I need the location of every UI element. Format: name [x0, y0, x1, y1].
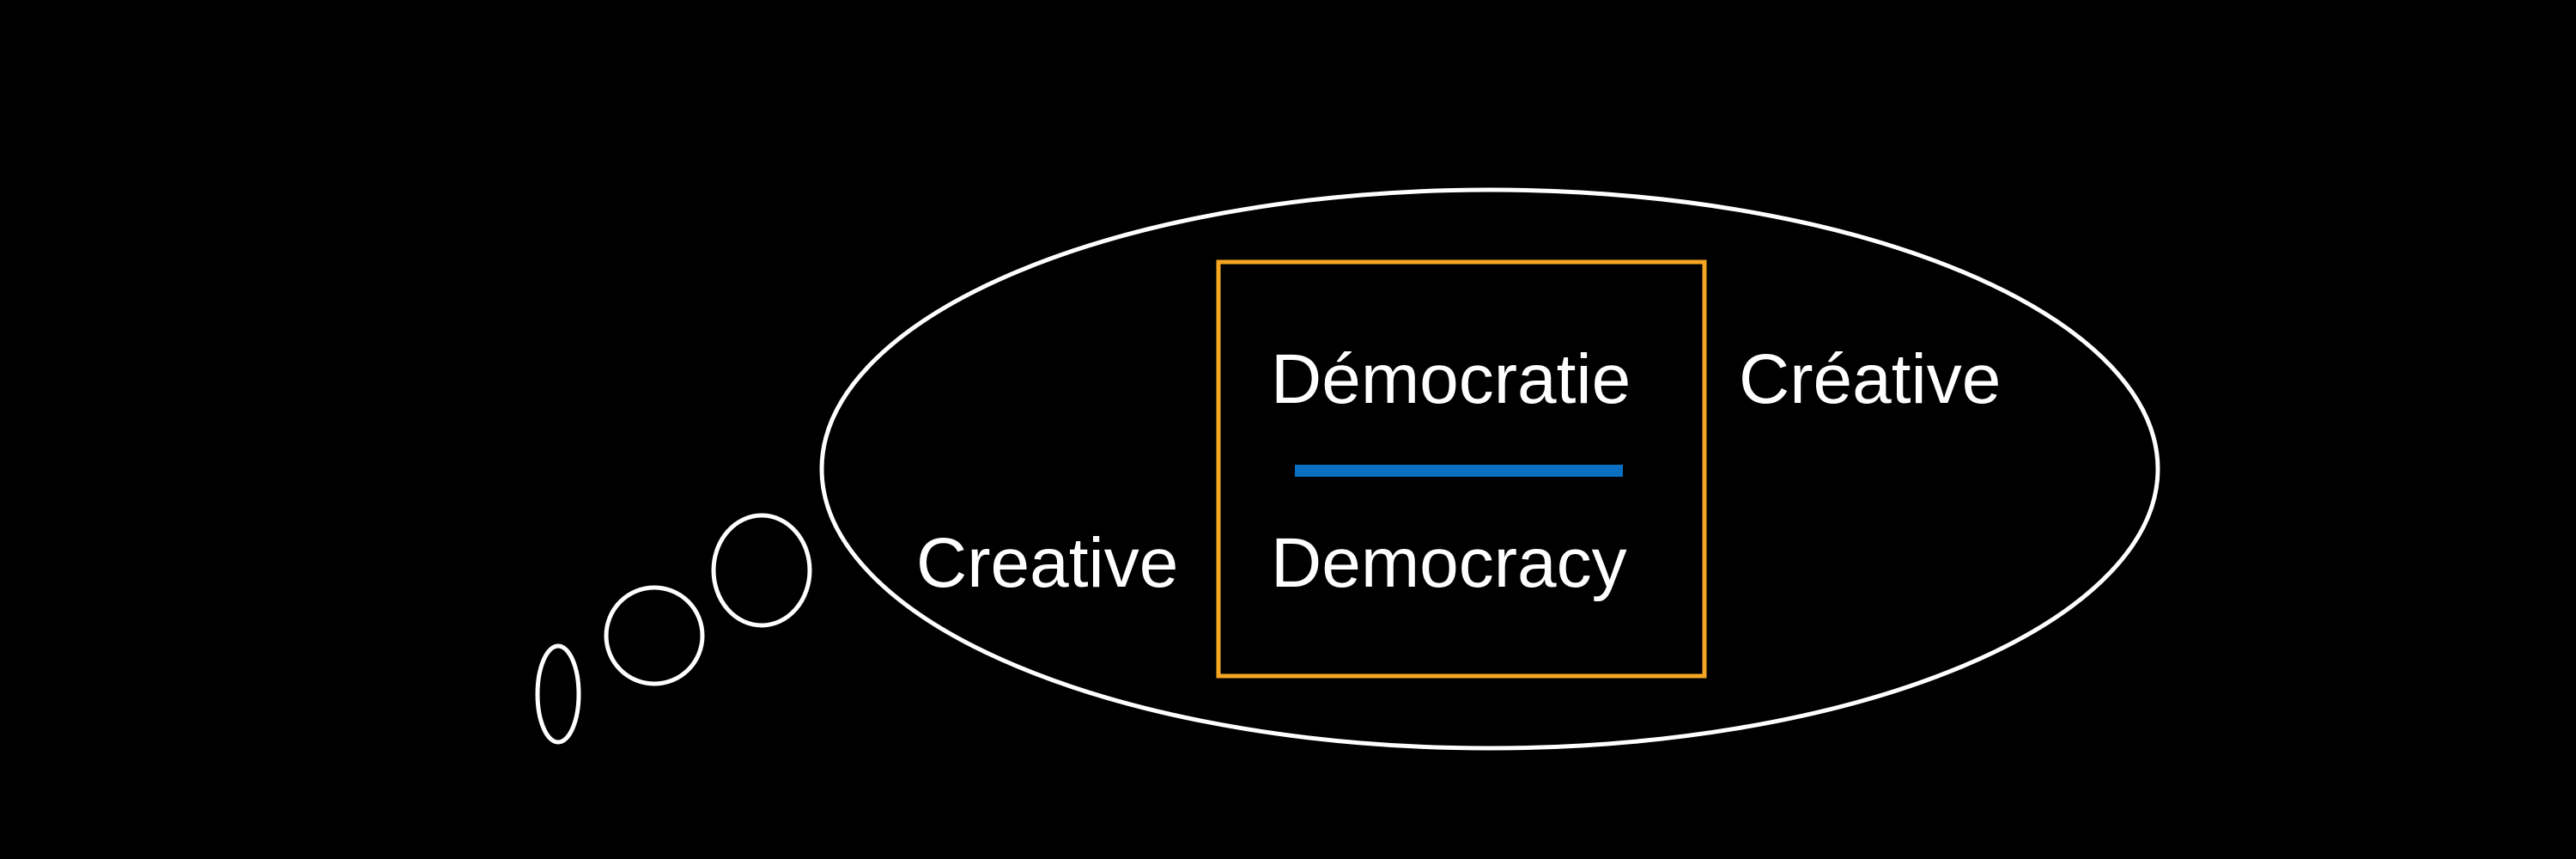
- highlight-frame: [1216, 259, 1707, 679]
- thought-trail-circle-large: [711, 513, 812, 628]
- thought-trail-circle-medium: [604, 585, 705, 686]
- thought-bubble-outline: [819, 187, 2160, 751]
- divider-line: [1295, 465, 1623, 477]
- word-democratie: Démocratie: [1271, 340, 1631, 418]
- word-democracy: Democracy: [1271, 524, 1627, 602]
- word-creative-en: Creative: [916, 524, 1178, 602]
- thought-trail-circle-small: [535, 643, 581, 745]
- word-creative-fr: Créative: [1739, 340, 2001, 418]
